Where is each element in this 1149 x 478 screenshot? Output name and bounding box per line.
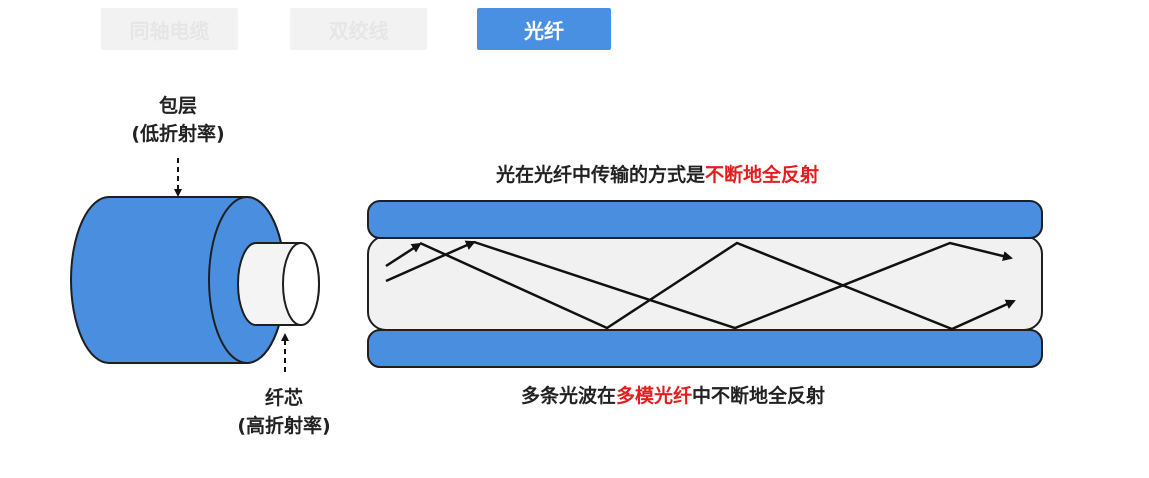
core-title: 纤芯 xyxy=(264,387,303,409)
cladding-note: (低折射率) xyxy=(131,123,225,145)
tab-coaxial-cable[interactable]: 同轴电缆 xyxy=(101,8,238,50)
tab-optical-fiber[interactable]: 光纤 xyxy=(477,8,611,50)
cladding-label: 包层 (低折射率) xyxy=(108,92,248,148)
caption-top-highlight: 不断地全反射 xyxy=(705,164,820,186)
core-label: 纤芯 (高折射率) xyxy=(214,384,354,440)
caption-bottom-prefix: 多条光波在 xyxy=(521,385,617,407)
caption-bottom-suffix: 中不断地全反射 xyxy=(692,385,826,407)
core-channel xyxy=(367,235,1043,331)
light-rays xyxy=(385,240,1016,331)
cladding-top-band xyxy=(367,200,1043,239)
core-note: (高折射率) xyxy=(237,415,331,437)
tab-twisted-pair[interactable]: 双绞线 xyxy=(290,8,427,50)
cladding-bottom-band xyxy=(367,329,1043,368)
cladding-title: 包层 xyxy=(158,95,197,117)
caption-bottom-highlight: 多模光纤 xyxy=(616,385,693,407)
caption-bottom: 多条光波在多模光纤中不断地全反射 xyxy=(521,381,825,408)
caption-top-text: 光在光纤中传输的方式是 xyxy=(496,164,706,186)
caption-top: 光在光纤中传输的方式是不断地全反射 xyxy=(496,160,819,187)
core-cylinder xyxy=(237,242,320,326)
